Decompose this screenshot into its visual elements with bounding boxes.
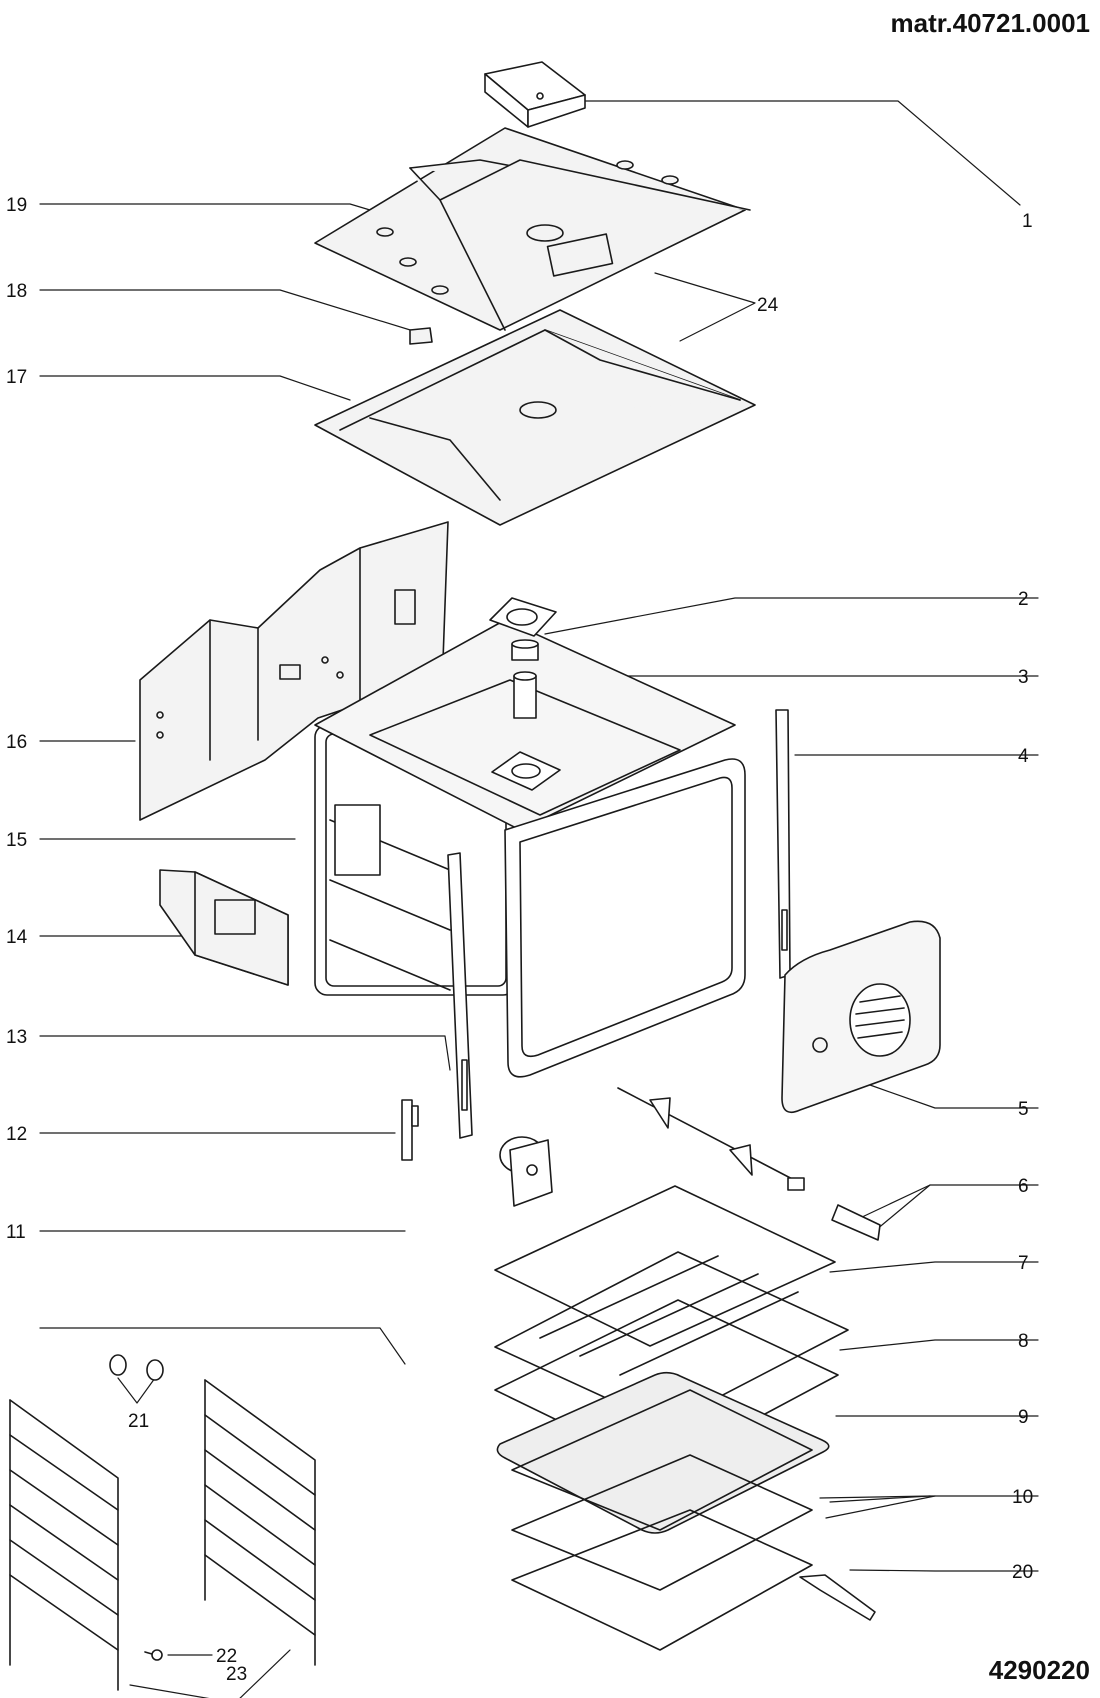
part-12-bracket — [401, 1099, 419, 1161]
part-23-side-racks — [9, 1379, 316, 1691]
part-21-feet — [109, 1354, 164, 1381]
callout-14: 14 — [6, 927, 28, 948]
callout-23: 23 — [226, 1664, 248, 1685]
callout-8: 8 — [1018, 1331, 1029, 1352]
part-7-wire-tray — [494, 1185, 836, 1347]
leader-lines — [39, 100, 1039, 1698]
callout-18: 18 — [6, 281, 28, 302]
callout-5: 5 — [1018, 1099, 1029, 1120]
part-9-baking-tray — [496, 1371, 830, 1534]
part-3-flue — [511, 639, 539, 719]
callout-12: 12 — [6, 1124, 28, 1145]
callout-9: 9 — [1018, 1407, 1029, 1428]
callout-22: 22 — [216, 1646, 238, 1667]
callout-6: 6 — [1018, 1176, 1029, 1197]
callout-10: 10 — [1012, 1487, 1034, 1508]
drawing-code: 4290220 — [988, 1655, 1090, 1685]
callout-2: 2 — [1018, 589, 1029, 610]
callout-7: 7 — [1018, 1253, 1029, 1274]
part-14-cover-plate — [159, 869, 289, 986]
drawing-id: matr.40721.0001 — [890, 8, 1090, 38]
flue-plate — [491, 751, 561, 791]
callout-11: 11 — [6, 1222, 26, 1243]
part-6-rotisserie-spit — [617, 1087, 881, 1241]
part-16-side-panel — [139, 521, 449, 821]
callout-16: 16 — [6, 732, 28, 753]
callout-21: 21 — [128, 1411, 150, 1432]
part-11-motor — [499, 1136, 553, 1207]
callout-1: 1 — [1022, 211, 1033, 232]
part-15-oven-cavity — [314, 619, 746, 1078]
callout-20: 20 — [1012, 1562, 1034, 1583]
part-10-shelf-rack — [511, 1389, 813, 1651]
part-2-gasket — [489, 597, 557, 637]
callout-17: 17 — [6, 367, 28, 388]
callout-13: 13 — [6, 1027, 28, 1048]
part-4-side-rail — [775, 709, 791, 979]
part-17-bottom-panel — [314, 309, 756, 526]
callout-3: 3 — [1018, 667, 1029, 688]
callout-4: 4 — [1018, 746, 1029, 767]
part-1-cover-box — [484, 61, 586, 128]
part-22-screw — [144, 1649, 163, 1661]
part-19-top-panel — [314, 127, 751, 345]
part-20-handle — [799, 1574, 876, 1621]
callout-24: 24 — [757, 295, 779, 316]
callout-15: 15 — [6, 830, 28, 851]
part-5-fan-cover — [781, 920, 941, 1114]
callout-19: 19 — [6, 195, 28, 216]
part-13-side-rail — [447, 852, 473, 1139]
